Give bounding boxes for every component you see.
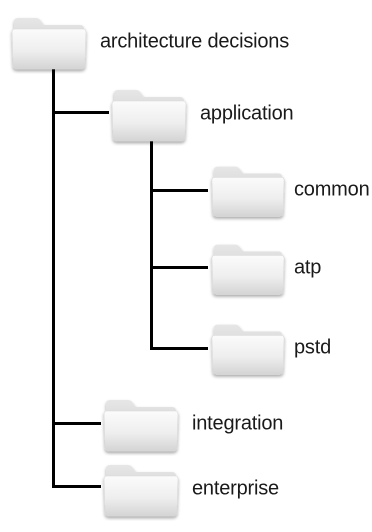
tree-connector-pstd <box>150 347 208 350</box>
node-label: architecture decisions <box>100 30 290 53</box>
folder-icon <box>100 457 182 521</box>
folder-icon <box>208 316 288 380</box>
node-label: common <box>294 178 370 201</box>
tree-connector-application-vertical <box>150 136 153 350</box>
node-label: atp <box>294 256 322 279</box>
tree-connector-root-vertical <box>52 64 55 487</box>
tree-node-common[interactable]: common <box>208 158 370 222</box>
tree-node-integration[interactable]: integration <box>100 392 330 456</box>
folder-icon <box>208 158 288 222</box>
folder-icon <box>108 82 190 146</box>
tree-connector-integration <box>52 422 101 425</box>
folder-icon <box>8 10 90 74</box>
node-label: application <box>200 102 294 125</box>
node-label: integration <box>192 412 284 435</box>
tree-connector-enterprise <box>52 485 101 488</box>
tree-connector-common <box>150 189 208 192</box>
tree-connector-application <box>52 111 109 114</box>
node-label: pstd <box>294 336 332 359</box>
tree-connector-atp <box>150 266 208 269</box>
tree-node-atp[interactable]: atp <box>208 236 348 300</box>
node-label: enterprise <box>192 477 279 500</box>
tree-node-enterprise[interactable]: enterprise <box>100 457 330 521</box>
folder-icon <box>208 236 288 300</box>
tree-node-application[interactable]: application <box>108 82 338 146</box>
folder-icon <box>100 392 182 456</box>
tree-node-architecture-decisions[interactable]: architecture decisions <box>8 10 328 74</box>
tree-node-pstd[interactable]: pstd <box>208 316 348 380</box>
